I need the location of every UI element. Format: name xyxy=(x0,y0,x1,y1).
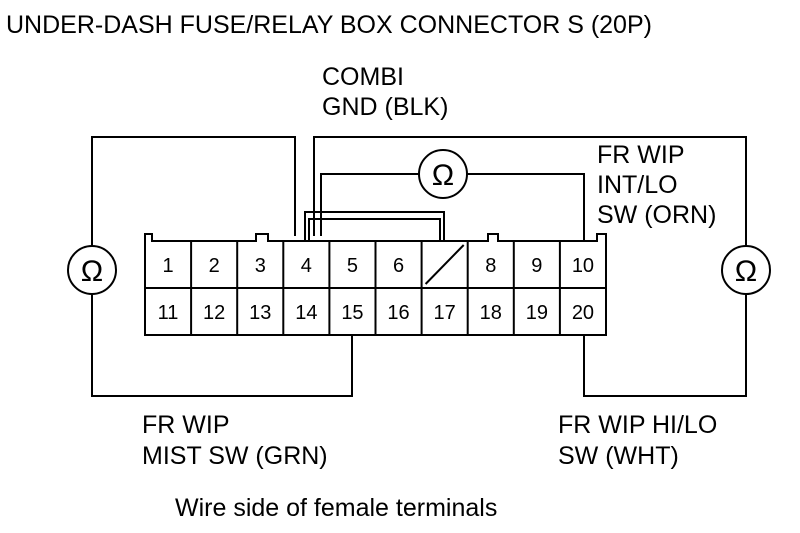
int-lo-label-line3: SW (ORN) xyxy=(597,201,716,229)
pin-number-top: 4 xyxy=(301,255,312,277)
ohm-icon: Ω xyxy=(735,255,757,288)
pin-number-bottom: 20 xyxy=(572,302,594,324)
diagram-title: UNDER-DASH FUSE/RELAY BOX CONNECTOR S (2… xyxy=(6,11,652,39)
right-meter-wire-top xyxy=(313,136,747,246)
ohmmeter-center-circle xyxy=(418,149,468,199)
ohmmeter-right-circle xyxy=(721,245,771,295)
left-meter-wire-top xyxy=(91,136,296,246)
pin-number-top: 8 xyxy=(485,255,496,277)
int-lo-label-line2: INT/LO xyxy=(597,171,678,199)
pin-number-bottom: 12 xyxy=(203,302,225,324)
pin-number-top: 1 xyxy=(162,255,173,277)
pin-number-top: 6 xyxy=(393,255,404,277)
pin-number-top: 10 xyxy=(572,255,594,277)
ohm-icon: Ω xyxy=(81,255,103,288)
pin-number-top: 2 xyxy=(209,255,220,277)
ohmmeter-left-circle xyxy=(67,245,117,295)
ohmmeter-center: Ω xyxy=(418,149,468,199)
ohm-icon: Ω xyxy=(432,159,454,192)
wiring-lines xyxy=(91,136,747,397)
pin-number-bottom: 17 xyxy=(434,302,456,324)
pin-number-top: 9 xyxy=(531,255,542,277)
int-lo-label-line1: FR WIP xyxy=(597,141,685,169)
center-meter-wire-left xyxy=(320,173,419,236)
footer-caption: Wire side of female terminals xyxy=(175,494,497,522)
pin-number-bottom: 15 xyxy=(341,302,363,324)
mist-sw-label-line2: MIST SW (GRN) xyxy=(142,442,328,470)
hilo-sw-label-line1: FR WIP HI/LO xyxy=(558,411,717,439)
ohmmeter-right: Ω xyxy=(721,245,771,295)
connector-outline xyxy=(144,233,607,336)
empty-cavity-mark xyxy=(424,244,465,285)
pin-number-bottom: 18 xyxy=(480,302,502,324)
left-meter-wire-bottom xyxy=(91,294,353,397)
combi-gnd-label-line1: COMBI xyxy=(322,63,404,91)
hilo-sw-label-line2: SW (WHT) xyxy=(558,442,679,470)
pin-number-bottom: 11 xyxy=(158,302,179,324)
lock-bracket-outer xyxy=(304,211,445,241)
pin-number-top: 3 xyxy=(255,255,266,277)
pin-number-bottom: 14 xyxy=(295,302,317,324)
ohmmeter-left: Ω xyxy=(67,245,117,295)
pin-number-bottom: 13 xyxy=(249,302,271,324)
mist-sw-label-line1: FR WIP xyxy=(142,411,230,439)
pin-number-bottom: 19 xyxy=(526,302,548,324)
pin-number-top: 5 xyxy=(347,255,358,277)
center-meter-wire-right xyxy=(467,173,585,241)
lock-bracket-inner xyxy=(308,218,441,241)
right-meter-wire-bottom xyxy=(583,294,747,397)
combi-gnd-label-line2: GND (BLK) xyxy=(322,93,448,121)
pin-number-bottom: 16 xyxy=(387,302,409,324)
